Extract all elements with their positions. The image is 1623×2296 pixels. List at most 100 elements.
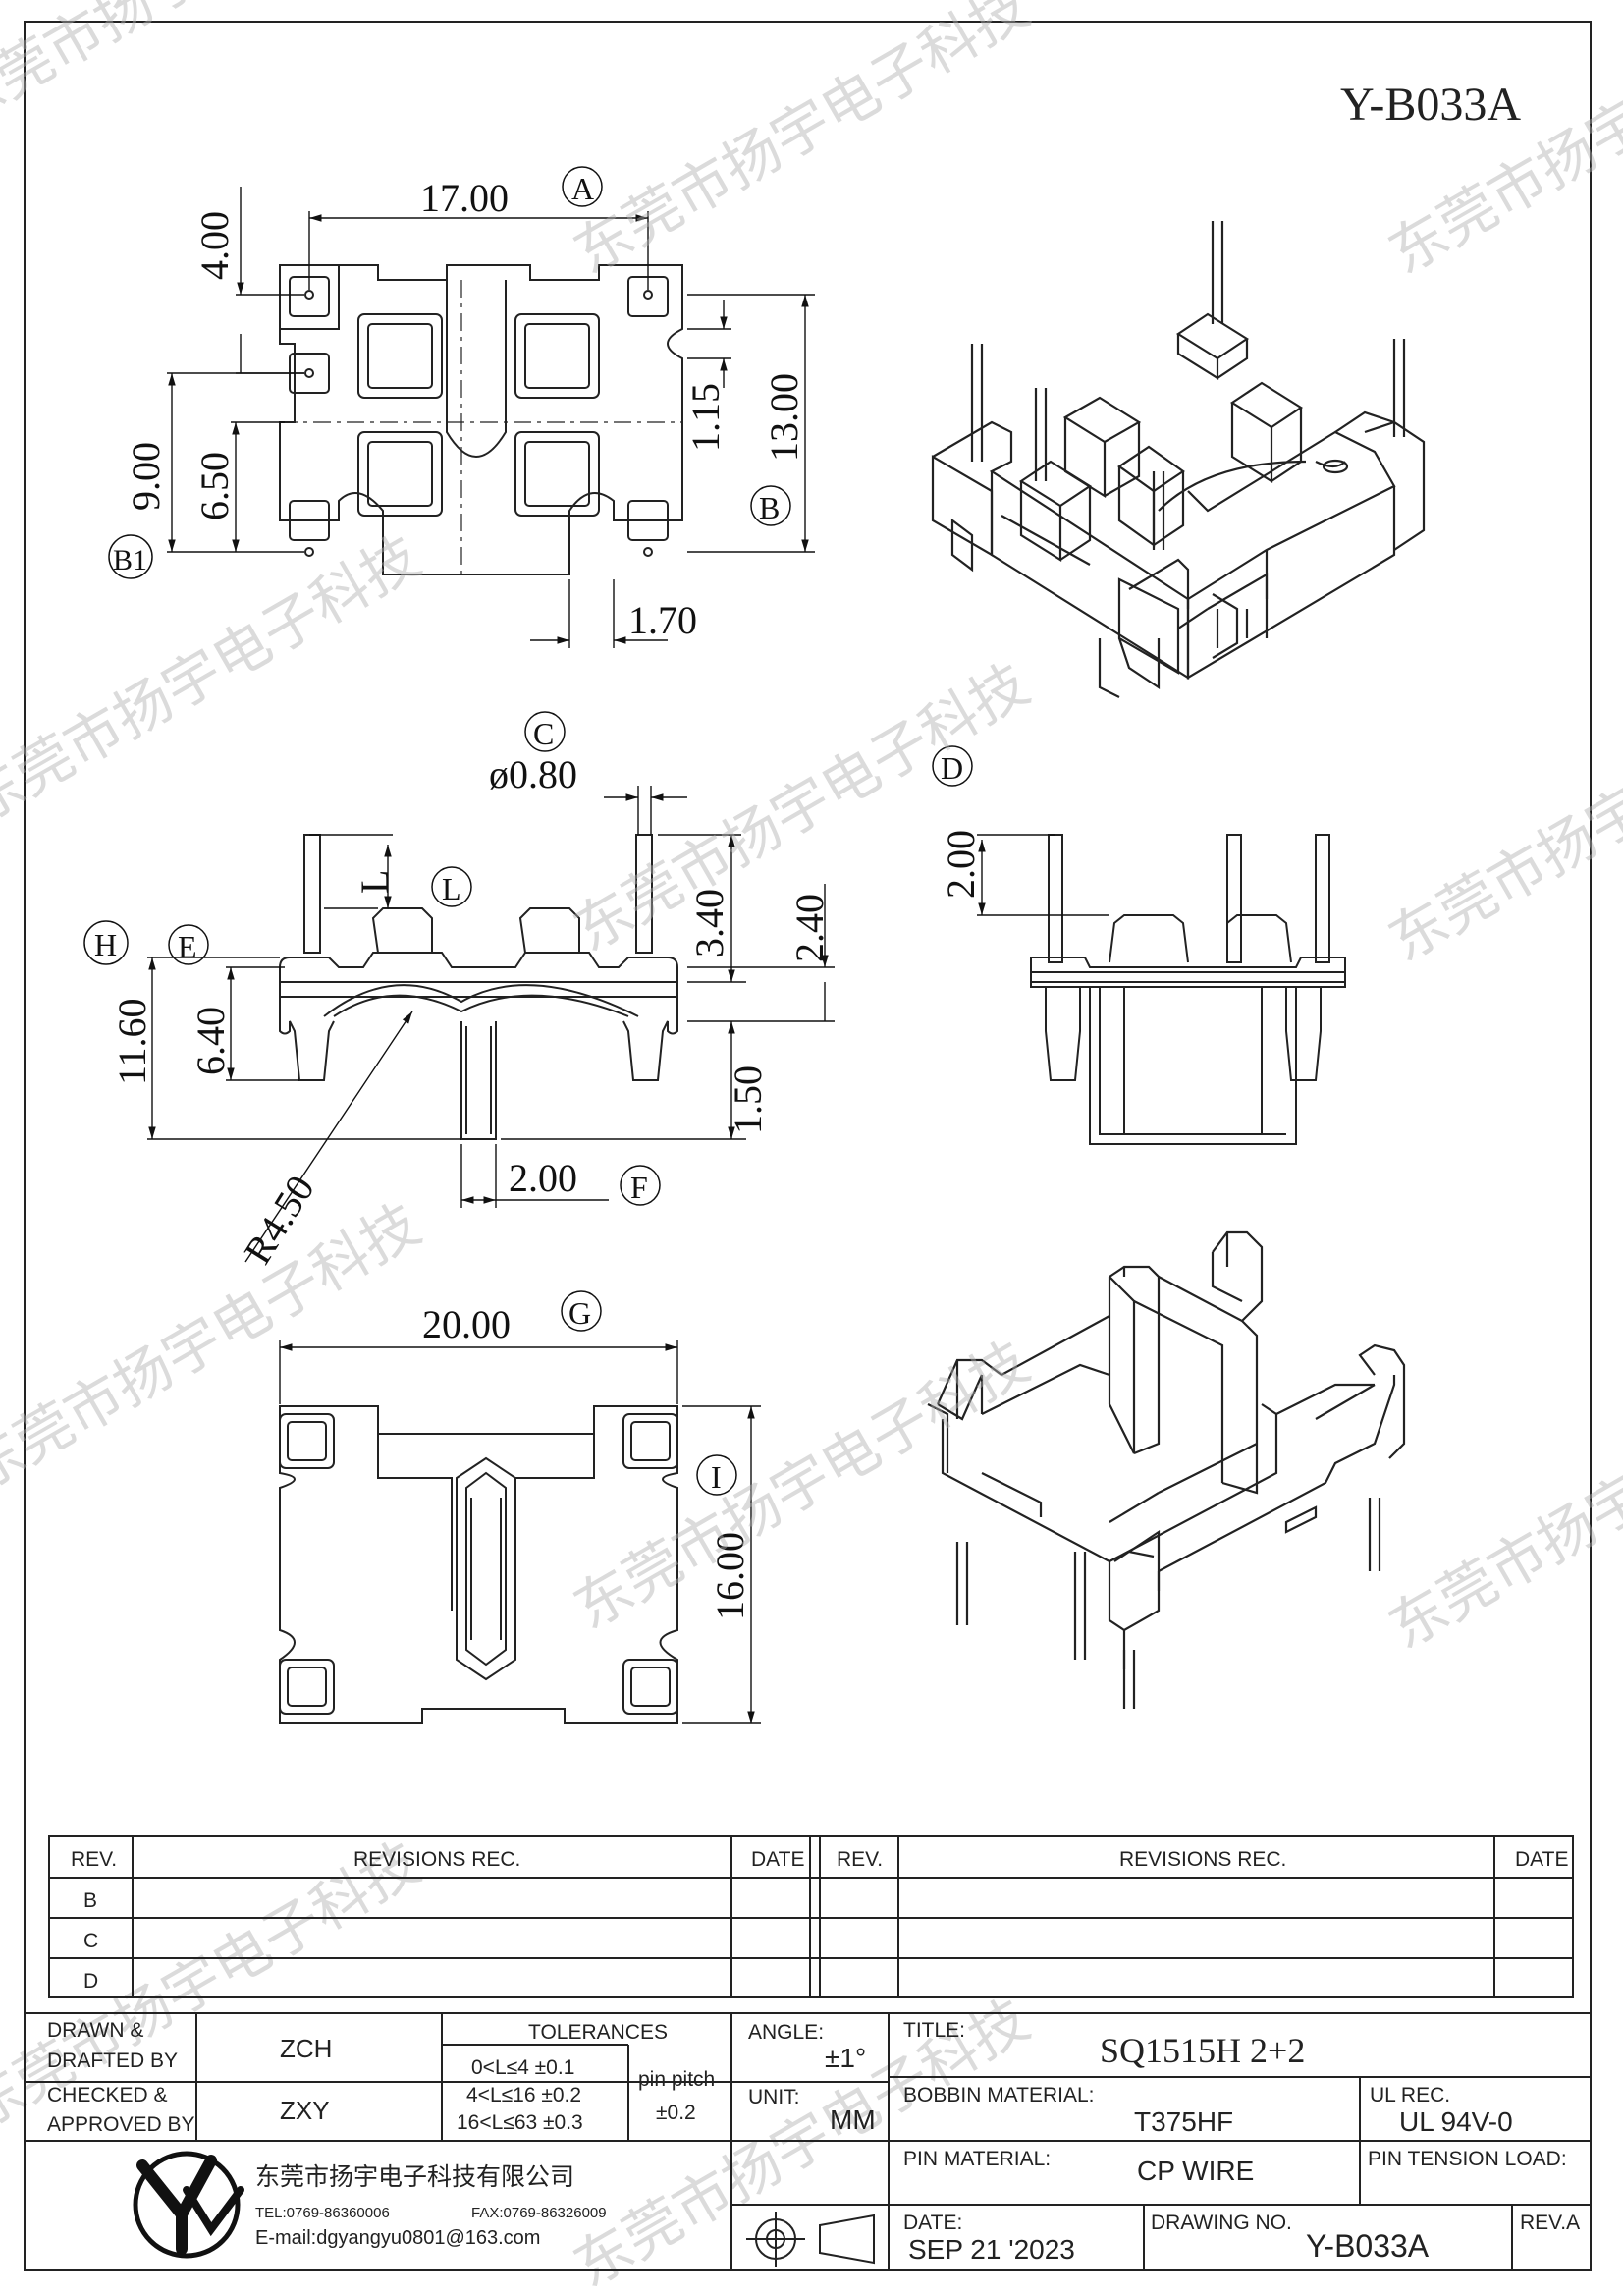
svg-text:东莞市扬宇电子科技: 东莞市扬宇电子科技 — [1378, 0, 1623, 287]
dim-6-50: 6.50 — [192, 452, 237, 520]
dim-4-00: 4.00 — [192, 211, 237, 280]
title-label: TITLE: — [903, 2019, 965, 2042]
tag-e: E — [168, 924, 209, 965]
dim-11-60: 11.60 — [110, 998, 154, 1085]
dim-17-00: 17.00 — [420, 176, 509, 220]
tag-d: D — [932, 745, 973, 787]
dim-1-70: 1.70 — [628, 598, 697, 642]
svg-text:H: H — [94, 927, 117, 962]
dim-pin-length: 2.00 — [939, 830, 983, 899]
title-value: SQ1515H 2+2 — [1100, 2031, 1305, 2070]
dim-1-50: 1.50 — [726, 1066, 770, 1134]
svg-text:B1: B1 — [113, 544, 147, 576]
iso-view-top — [931, 221, 1426, 698]
title-block — [24, 2012, 1592, 2271]
svg-text:东莞市扬宇电子科技: 东莞市扬宇电子科技 — [563, 0, 1040, 287]
rev-row-c: C — [83, 1930, 98, 1952]
dim-9-00: 9.00 — [124, 442, 168, 511]
bottom-view-dims — [279, 1340, 761, 1724]
svg-text:A: A — [571, 171, 594, 206]
front-view-dims — [147, 786, 835, 1263]
pin-material-value: CP WIRE — [1137, 2156, 1254, 2186]
drawn-by-value: ZCH — [280, 2034, 332, 2063]
tag-i: I — [696, 1454, 737, 1496]
revisions-table — [48, 1835, 1574, 1998]
checked-label-2: APPROVED BY — [47, 2113, 195, 2136]
tag-f: F — [620, 1165, 661, 1206]
svg-text:L: L — [442, 871, 461, 906]
top-view — [279, 264, 683, 575]
tolerance-row-3: 16<L≤63 ±0.3 — [457, 2111, 583, 2134]
pin-pitch-value: ±0.2 — [656, 2102, 696, 2124]
company-name: 东莞市扬宇电子科技有限公司 — [255, 2163, 574, 2191]
svg-text:E: E — [178, 929, 197, 964]
bobbin-material-label: BOBBIN MATERIAL: — [903, 2084, 1095, 2106]
side-view-dims — [977, 834, 1109, 916]
svg-text:B: B — [759, 490, 780, 525]
pin-tension-label: PIN TENSION LOAD: — [1368, 2148, 1567, 2170]
dim-6-40: 6.40 — [189, 1007, 233, 1075]
tolerance-row-1: 0<L≤4 ±0.1 — [471, 2056, 574, 2079]
drawn-label-2: DRAFTED BY — [47, 2050, 178, 2072]
dim-13-00: 13.00 — [762, 373, 806, 462]
tag-g: G — [561, 1290, 602, 1332]
tolerances-label: TOLERANCES — [528, 2021, 668, 2044]
unit-label: UNIT: — [748, 2086, 800, 2108]
dim-20-00: 20.00 — [422, 1302, 511, 1346]
revisions-rec-header-right: REVISIONS REC. — [1119, 1848, 1286, 1871]
top-view-dims — [167, 187, 815, 648]
drawing-no-value: Y-B033A — [1306, 2228, 1430, 2264]
rev-row-d: D — [83, 1970, 98, 1993]
unit-value: MM — [830, 2105, 876, 2135]
checked-label-1: CHECKED & — [47, 2084, 168, 2106]
svg-text:G: G — [568, 1295, 591, 1331]
revisions-rec-header-left: REVISIONS REC. — [353, 1848, 520, 1871]
dim-16-00: 16.00 — [708, 1532, 752, 1620]
pin-material-label: PIN MATERIAL: — [903, 2148, 1051, 2170]
svg-text:东莞市扬宇电子科技: 东莞市扬宇电子科技 — [0, 522, 431, 837]
rev-header-right: REV. — [837, 1848, 883, 1871]
rev-a-label: REV.A — [1520, 2212, 1580, 2234]
ul-rec-label: UL REC. — [1370, 2084, 1450, 2106]
rev-row-b: B — [83, 1889, 97, 1912]
bobbin-material-value: T375HF — [1134, 2106, 1233, 2137]
drawing-code: Y-B033A — [1340, 79, 1521, 131]
svg-text:东莞市扬宇电子科技: 东莞市扬宇电子科技 — [1378, 660, 1623, 974]
rev-header-left: REV. — [71, 1848, 117, 1871]
dim-3-40: 3.40 — [687, 889, 731, 957]
tag-h: H — [83, 920, 129, 965]
date-value: SEP 21 '2023 — [908, 2234, 1075, 2265]
company-email: E-mail:dgyangyu0801@163.com — [255, 2227, 540, 2249]
checked-by-value: ZXY — [280, 2096, 330, 2125]
date-label: DATE: — [903, 2212, 962, 2234]
angle-value: ±1° — [825, 2043, 866, 2073]
svg-text:F: F — [630, 1170, 648, 1205]
tag-a: A — [562, 166, 603, 207]
company-tel: TEL:0769-86360006 — [255, 2205, 390, 2221]
svg-text:D: D — [941, 750, 963, 786]
dim-l: L — [352, 870, 397, 894]
dim-2-40: 2.40 — [787, 894, 832, 962]
svg-text:东莞市扬宇电子科技: 东莞市扬宇电子科技 — [1378, 1347, 1623, 1662]
pin-pitch-label: pin pitch — [638, 2068, 715, 2091]
tag-l: L — [431, 866, 472, 907]
company-fax: FAX:0769-86326009 — [471, 2205, 607, 2221]
side-view — [1030, 834, 1346, 1145]
date-header-right: DATE — [1515, 1848, 1568, 1871]
dim-pin-diameter: ø0.80 — [489, 752, 577, 796]
drawn-label-1: DRAWN & — [47, 2019, 143, 2042]
tag-c: C — [524, 711, 566, 752]
projection-symbol-icon — [746, 2212, 875, 2267]
svg-text:东莞市扬宇电子科技: 东莞市扬宇电子科技 — [563, 1328, 1040, 1642]
dim-1-15: 1.15 — [683, 383, 728, 452]
svg-text:I: I — [711, 1459, 722, 1495]
svg-text:C: C — [533, 716, 554, 751]
date-header-left: DATE — [751, 1848, 804, 1871]
tolerance-row-2: 4<L≤16 ±0.2 — [466, 2084, 581, 2106]
bottom-view — [279, 1405, 678, 1724]
company-logo — [133, 2151, 244, 2259]
front-view — [279, 834, 678, 1140]
ul-rec-value: UL 94V-0 — [1399, 2106, 1513, 2137]
